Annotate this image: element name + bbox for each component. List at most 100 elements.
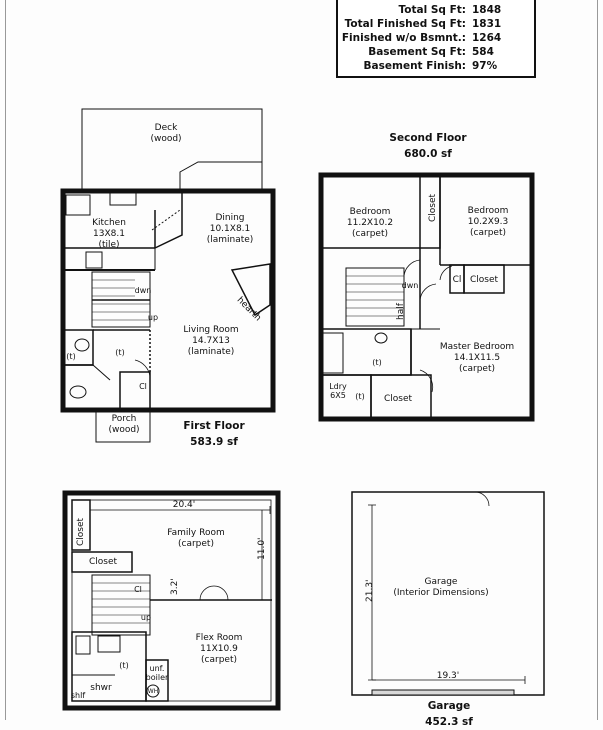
- room-name: Bedroom: [467, 206, 509, 216]
- toilet-label: (t): [355, 392, 365, 401]
- porch-label: Porch(wood): [108, 414, 139, 436]
- stat-total-finished: Total Finished Sq Ft: 1831: [345, 18, 510, 30]
- room-material: (wood): [108, 425, 140, 435]
- water-heater-label: WH: [147, 688, 159, 695]
- floor-area: 680.0 sf: [404, 148, 452, 160]
- room-dims: 10.2X9.3: [467, 217, 509, 227]
- stat-value: 1831: [472, 18, 502, 30]
- room-name: Dining: [215, 213, 245, 223]
- closet-label: Closet: [76, 517, 86, 546]
- first-floor-title: First Floor 583.9 sf: [183, 418, 244, 450]
- floor-area: 583.9 sf: [190, 436, 238, 448]
- room-name: Garage: [424, 577, 458, 587]
- toilet-label: (t): [372, 358, 382, 367]
- closet-label: Cl: [134, 585, 142, 594]
- closet-label: Closet: [469, 275, 499, 285]
- square-footage-summary: Total Sq Ft: 1848 Total Finished Sq Ft: 18…: [336, 0, 536, 78]
- room-name: Ldry: [329, 382, 347, 391]
- width-dimension: 20.4': [172, 500, 196, 510]
- stairs-up-label: up: [147, 313, 159, 322]
- room-material: (carpet): [459, 364, 495, 374]
- stat-basement-finish: Basement Finish: 97%: [364, 60, 510, 72]
- room-dims: 11X10.9: [200, 644, 238, 654]
- closet-label: Cl: [139, 382, 147, 391]
- closet-label: Closet: [383, 394, 413, 404]
- boiler-label: unf.boiler: [146, 664, 169, 682]
- room-name: Family Room: [167, 528, 225, 538]
- stat-total-sqft: Total Sq Ft: 1848: [399, 4, 510, 16]
- room-dims: 14.1X11.5: [453, 353, 501, 363]
- room-material: (carpet): [352, 229, 388, 239]
- room-material: (wood): [150, 134, 182, 144]
- room-dims: boiler: [145, 673, 169, 682]
- porch: [95, 409, 151, 443]
- room-name: Bedroom: [349, 207, 391, 217]
- room-name: Kitchen: [92, 218, 126, 228]
- room-name: Porch: [111, 414, 137, 424]
- stat-finished-without-basement: Finished w/o Bsmnt.: 1264: [342, 32, 510, 44]
- width-dimension: 19.3': [436, 671, 460, 681]
- half-landing-label: half: [396, 303, 406, 320]
- deck-stairs: [179, 161, 262, 191]
- room-name: Deck: [154, 123, 178, 133]
- stat-value: 1264: [472, 32, 502, 44]
- page-right-edge: [597, 0, 598, 720]
- room-material: (laminate): [206, 235, 254, 245]
- first-floor-outline: [60, 188, 276, 413]
- height-dimension: 21.3': [365, 579, 375, 602]
- stat-label: Basement Finish:: [363, 60, 466, 72]
- room-dims: 11.2X10.2: [346, 218, 394, 228]
- floor-title: First Floor: [183, 420, 245, 432]
- floor-title: Second Floor: [389, 132, 467, 144]
- height-dimension: 11.0': [257, 537, 267, 560]
- closet-label: Closet: [428, 193, 438, 222]
- room-material: (carpet): [201, 655, 237, 665]
- room-dims: 13X8.1: [93, 229, 125, 239]
- closet-label: Closet: [88, 557, 118, 567]
- stat-basement-sqft: Basement Sq Ft:584: [368, 46, 510, 58]
- room-dims: 10.1X8.1: [209, 224, 251, 234]
- room-dims: 14.7X13: [192, 336, 230, 346]
- room-material: (laminate): [187, 347, 235, 357]
- garage-title: Garage 452.3 sf: [425, 698, 473, 730]
- deck: [81, 108, 263, 192]
- fireplace-hearth: [230, 263, 271, 317]
- toilet-label: (t): [66, 352, 76, 361]
- room-material: (tile): [98, 240, 120, 250]
- basement-plan: [62, 490, 281, 711]
- floor-title: Garage: [427, 700, 471, 712]
- floor-area: 452.3 sf: [425, 716, 473, 728]
- room-material: (carpet): [470, 228, 506, 238]
- stat-label: Basement Sq Ft:: [368, 46, 466, 58]
- stat-value: 1848: [472, 4, 502, 16]
- second-floor-title: Second Floor 680.0 sf: [389, 130, 466, 162]
- stat-value: 97%: [472, 60, 498, 72]
- stat-label: Total Sq Ft:: [398, 4, 466, 16]
- deck-label: Deck(wood): [150, 123, 181, 145]
- family-room-label: Family Room(carpet): [167, 528, 224, 550]
- toilet-label: (t): [115, 348, 125, 357]
- closet-label: Cl: [452, 275, 462, 285]
- stat-label: Total Finished Sq Ft:: [344, 18, 466, 30]
- stat-label: Finished w/o Bsmnt.:: [341, 32, 466, 44]
- small-dimension: 3.2': [170, 578, 180, 595]
- page-left-edge: [5, 0, 6, 720]
- room-name: unf.: [149, 664, 165, 673]
- room-name: Living Room: [183, 325, 239, 335]
- room-dims: 6X5: [330, 391, 346, 400]
- shower-label: shwr: [90, 683, 112, 693]
- room-name: Master Bedroom: [439, 342, 515, 352]
- stairs-down-label: dwn: [401, 281, 419, 290]
- garage-plan: [351, 491, 545, 696]
- basement-outline: [62, 490, 281, 711]
- shelf-label: shlf: [70, 691, 86, 700]
- room-name: Flex Room: [195, 633, 243, 643]
- room-material: (carpet): [178, 539, 214, 549]
